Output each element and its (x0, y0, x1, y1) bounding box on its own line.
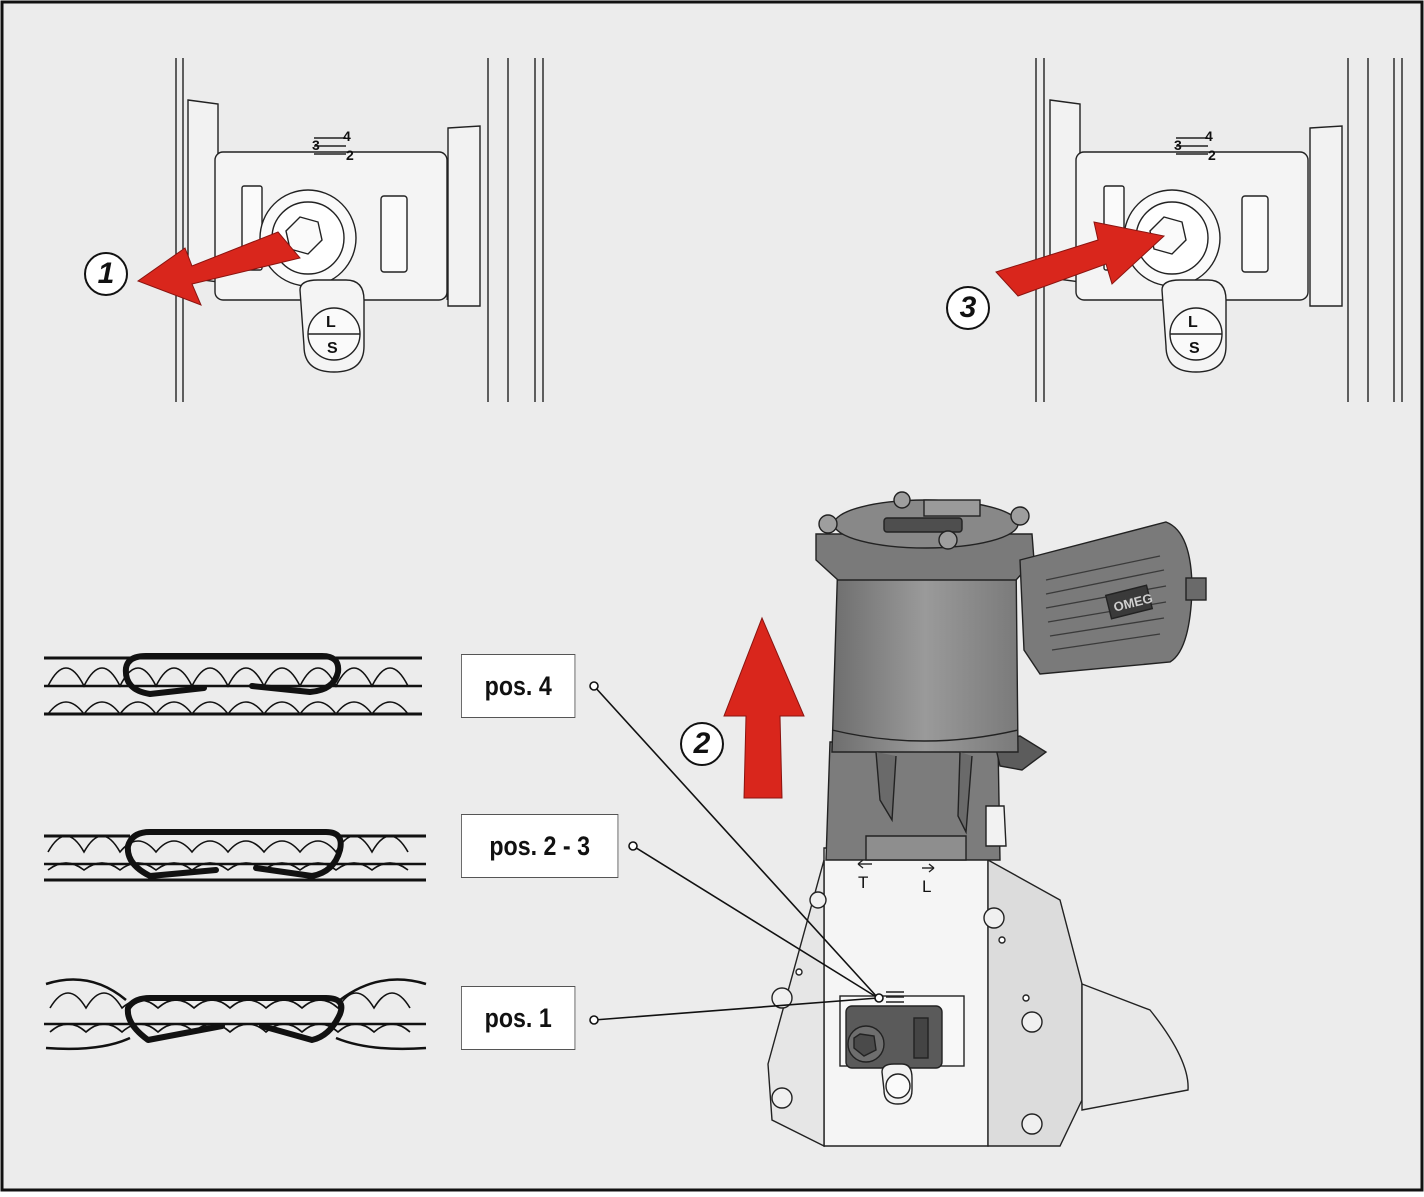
step-number-1: 1 (84, 252, 128, 296)
detail-step-1 (175, 58, 544, 402)
scale-number-4-right: 4 (1205, 128, 1213, 144)
step-number-2: 2 (680, 722, 724, 766)
arrow-lift-up (723, 616, 805, 799)
scale-number-3-right: 3 (1174, 137, 1182, 153)
mode-label-long-right: L (1188, 314, 1198, 331)
label-pos-1: pos. 1 (461, 986, 576, 1050)
step-number-3: 3 (946, 286, 990, 330)
arrow-push-in (995, 221, 1166, 297)
tool-label-t: T (858, 873, 868, 892)
scale-number-3: 3 (312, 137, 320, 153)
tool-label-l: L (922, 877, 931, 896)
label-pos-2-3: pos. 2 - 3 (461, 814, 619, 878)
arrow-pull-out (136, 231, 301, 306)
staple-section-pos-2-3 (44, 829, 426, 882)
label-pos-4: pos. 4 (461, 654, 576, 718)
stapler-tool (767, 491, 1207, 1148)
mode-label-short-right: S (1189, 340, 1200, 357)
mode-label-long: L (326, 314, 336, 331)
staple-section-pos-4 (44, 653, 422, 716)
mode-label-short: S (327, 340, 338, 357)
scale-number-2: 2 (346, 147, 354, 163)
leader-lines (589, 681, 884, 1025)
scale-number-4: 4 (343, 128, 351, 144)
scale-number-2-right: 2 (1208, 147, 1216, 163)
staple-section-pos-1 (44, 978, 427, 1051)
